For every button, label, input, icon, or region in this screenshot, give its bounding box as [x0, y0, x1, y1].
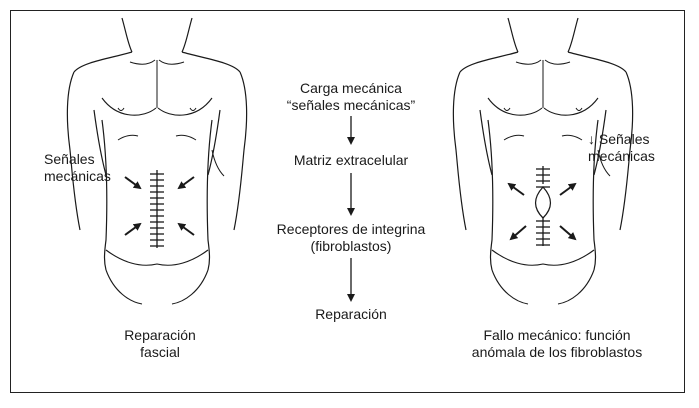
arrow-in-bottom-left [124, 222, 142, 236]
arrow-in-top-left [124, 176, 142, 190]
right-signals-label: ↓ Señales mecánicas [588, 131, 655, 164]
right-caption: Fallo mecánico: función anómala de los f… [471, 327, 643, 360]
right-broken-suture [534, 166, 552, 246]
arrow-out-top-left [507, 182, 525, 196]
arrow-in-top-right [177, 176, 195, 190]
left-inward-arrows [124, 176, 195, 236]
arrow-out-top-right [559, 182, 577, 196]
flow-step-extracellular-matrix: Matriz extracelular [293, 152, 409, 168]
arrow-out-bottom-left [509, 225, 527, 241]
right-outward-arrows [507, 182, 577, 241]
flow-step-integrin-receptors: Receptores de integrina (fibroblastos) [276, 221, 426, 254]
left-caption: Reparación fascial [124, 327, 196, 360]
flow-step-mechanical-load: Carga mecánica “señales mecánicas” [286, 80, 416, 113]
flow-step-repair: Reparación [315, 306, 387, 322]
left-signals-label: Señales mecánicas [44, 151, 111, 184]
left-suture [150, 170, 164, 248]
arrow-out-bottom-right [559, 225, 577, 241]
figure-frame [10, 10, 685, 393]
arrow-in-bottom-right [177, 222, 195, 236]
